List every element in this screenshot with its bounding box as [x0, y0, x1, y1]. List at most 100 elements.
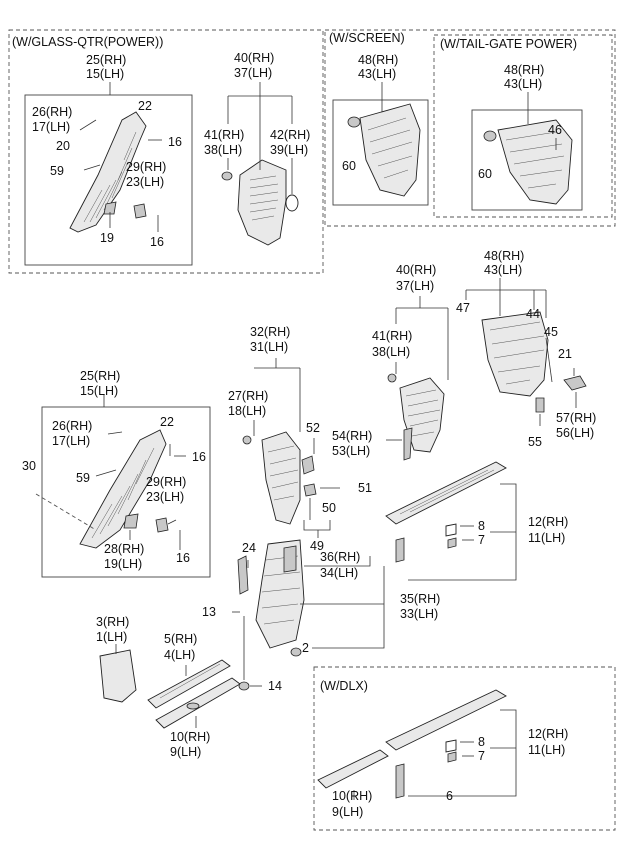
label-part-8-dlx: 8 [478, 735, 485, 749]
label-part-16b-lower: 16 [176, 551, 190, 565]
label-part-18: 18(LH) [228, 404, 266, 418]
label-part-10: 10(RH) [170, 730, 210, 744]
label-part-46: 46 [548, 123, 562, 137]
label-part-30: 30 [22, 459, 36, 473]
label-part-49: 49 [310, 539, 324, 553]
label-part-26-lower: 26(RH) [52, 419, 92, 433]
label-part-5: 5(RH) [164, 632, 197, 646]
label-part-40-main: 40(RH) [396, 263, 436, 277]
label-part-7-dlx: 7 [478, 749, 485, 763]
dlx-sill-parts [317, 689, 507, 799]
label-part-33: 33(LH) [400, 607, 438, 621]
quarter-trim-tailgate [483, 119, 573, 205]
label-part-51: 51 [358, 481, 372, 495]
label-part-41-main: 41(RH) [372, 329, 412, 343]
label-part-16b: 16 [150, 235, 164, 249]
label-part-60-screen: 60 [342, 159, 356, 173]
label-part-9-dlx: 9(LH) [332, 805, 363, 819]
label-part-34: 34(LH) [320, 566, 358, 580]
leader-lines [35, 82, 577, 800]
b-pillar-trim-main [387, 373, 445, 461]
label-part-29-lower: 29(RH) [146, 475, 186, 489]
label-part-22-lower: 22 [160, 415, 174, 429]
label-part-35: 35(RH) [400, 592, 440, 606]
label-part-9: 9(LH) [170, 745, 201, 759]
label-part-21: 21 [558, 347, 572, 361]
label-part-59-lower: 59 [76, 471, 90, 485]
label-part-12: 12(RH) [528, 515, 568, 529]
box-title-dlx: (W/DLX) [320, 679, 368, 693]
label-part-43: 43(LH) [484, 263, 522, 277]
label-part-38: 38(LH) [204, 143, 242, 157]
lower-left-parts [99, 555, 250, 729]
label-part-56: 56(LH) [556, 426, 594, 440]
label-part-7: 7 [478, 533, 485, 547]
label-part-44: 44 [526, 307, 540, 321]
label-part-14: 14 [268, 679, 282, 693]
label-part-36: 36(RH) [320, 550, 360, 564]
label-part-15-lower: 15(LH) [80, 384, 118, 398]
box-dlx: (W/DLX) [313, 666, 616, 831]
label-part-25: 25(RH) [86, 53, 126, 67]
label-part-48: 48(RH) [484, 249, 524, 263]
label-part-10-dlx: 10(RH) [332, 789, 372, 803]
quarter-trim-screen [347, 103, 421, 197]
label-part-17: 17(LH) [32, 120, 70, 134]
box-glass-qtr-power: (W/GLASS-QTR(POWER)) [8, 29, 324, 274]
label-part-24: 24 [242, 541, 256, 555]
label-part-52: 52 [306, 421, 320, 435]
label-part-39: 39(LH) [270, 143, 308, 157]
label-part-19: 19 [100, 231, 114, 245]
scuff-plate-upper [385, 461, 507, 563]
label-part-38-main: 38(LH) [372, 345, 410, 359]
label-part-60-tailgate: 60 [478, 167, 492, 181]
label-part-54: 54(RH) [332, 429, 372, 443]
label-part-48-screen: 48(RH) [358, 53, 398, 67]
label-part-43-screen: 43(LH) [358, 67, 396, 81]
label-part-20: 20 [56, 139, 70, 153]
label-part-29: 29(RH) [126, 160, 166, 174]
label-part-43-tailgate: 43(LH) [504, 77, 542, 91]
label-part-27: 27(RH) [228, 389, 268, 403]
label-part-32: 32(RH) [250, 325, 290, 339]
label-part-48-tailgate: 48(RH) [504, 63, 544, 77]
label-part-50: 50 [322, 501, 336, 515]
label-part-15: 15(LH) [86, 67, 124, 81]
label-part-16-lower: 16 [192, 450, 206, 464]
label-part-59: 59 [50, 164, 64, 178]
label-part-12-dlx: 12(RH) [528, 727, 568, 741]
label-part-11-dlx: 11(LH) [528, 743, 565, 757]
label-part-57: 57(RH) [556, 411, 596, 425]
subassembly-frame-lower [41, 406, 211, 578]
label-part-11: 11(LH) [528, 531, 565, 545]
label-part-41: 41(RH) [204, 128, 244, 142]
label-part-55: 55 [528, 435, 542, 449]
label-part-37: 37(LH) [234, 66, 272, 80]
label-part-45: 45 [544, 325, 558, 339]
a-pillar-trim-lower [79, 429, 169, 549]
label-part-3: 3(RH) [96, 615, 129, 629]
label-part-4: 4(LH) [164, 648, 195, 662]
label-part-26: 26(RH) [32, 105, 72, 119]
label-part-42: 42(RH) [270, 128, 310, 142]
a-pillar-trim-upper [69, 111, 147, 233]
label-part-16: 16 [168, 135, 182, 149]
label-part-22: 22 [138, 99, 152, 113]
box-screen-tailgate: (W/SCREEN) (W/TAIL-GATE POWER) [324, 29, 616, 227]
quarter-trim-main [481, 311, 587, 413]
center-pillar-trim [242, 431, 317, 525]
label-part-37-main: 37(LH) [396, 279, 434, 293]
label-part-17-lower: 17(LH) [52, 434, 90, 448]
label-part-25-lower: 25(RH) [80, 369, 120, 383]
label-part-8: 8 [478, 519, 485, 533]
box-title-tailgate-power: (W/TAIL-GATE POWER) [440, 37, 577, 51]
label-part-47: 47 [456, 301, 470, 315]
cowl-side-trim [255, 539, 305, 657]
label-part-23-lower: 23(LH) [146, 490, 184, 504]
label-part-40: 40(RH) [234, 51, 274, 65]
label-part-28: 28(RH) [104, 542, 144, 556]
callout-labels: 25(RH) 15(LH) 26(RH) 17(LH) 22 20 16 59 … [22, 51, 596, 819]
label-part-23: 23(LH) [126, 175, 164, 189]
